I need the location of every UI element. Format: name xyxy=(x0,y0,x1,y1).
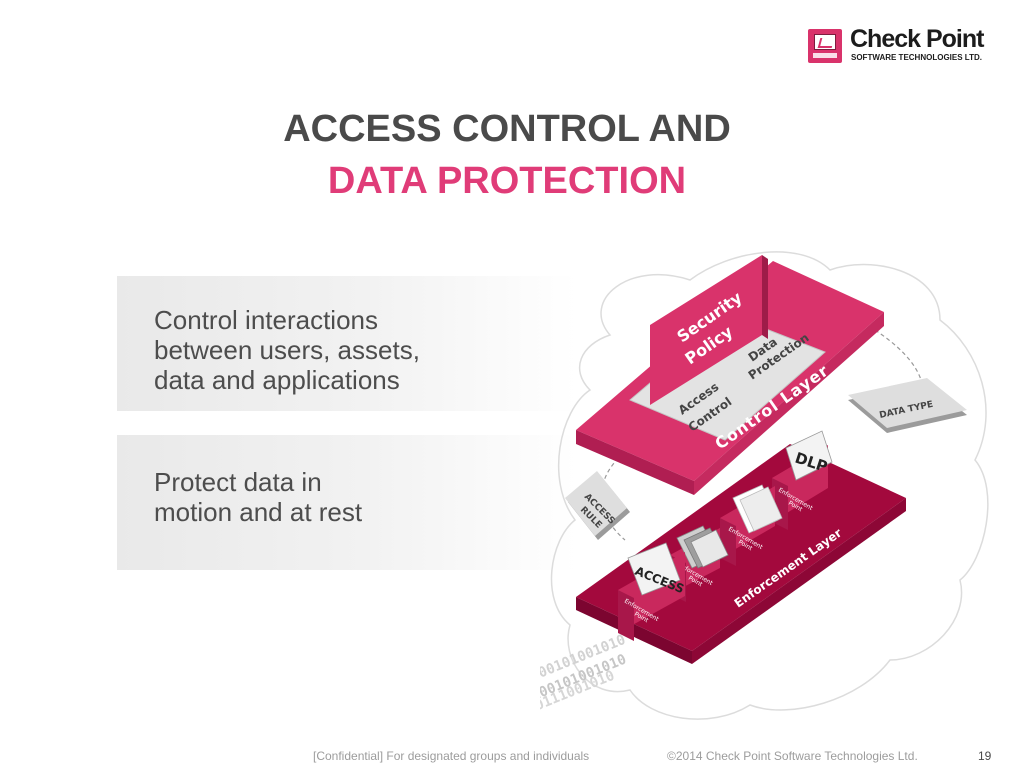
page-number: 19 xyxy=(978,749,992,763)
architecture-diagram: Security Policy Access Control Data Prot… xyxy=(540,251,989,727)
data-type-tag-top xyxy=(848,378,967,428)
panel-1-line-3: data and applications xyxy=(154,365,400,395)
gray-card-3 xyxy=(690,529,729,568)
control-layer-front xyxy=(576,430,694,495)
panel-1-line-2: between users, assets, xyxy=(154,335,420,365)
logo-name: Check Point xyxy=(850,25,984,53)
panel-2-line-2: motion and at rest xyxy=(154,497,363,527)
access-card xyxy=(627,542,681,596)
panel-protect-data: Protect data in motion and at rest xyxy=(117,435,577,570)
control-layer-side xyxy=(694,312,884,495)
slide-title-line1: ACCESS CONTROL AND xyxy=(283,108,731,150)
panel-control-interactions: Control interactions between users, asse… xyxy=(117,276,577,411)
footer-copyright: ©2014 Check Point Software Technologies … xyxy=(667,749,918,763)
white-card-2 xyxy=(739,486,783,532)
access-rule-tag-top xyxy=(565,471,627,536)
panel-2-line-1: Protect data in xyxy=(154,467,322,497)
enforcement-box-middle-front xyxy=(720,518,736,566)
security-policy-panel-edge xyxy=(762,255,768,339)
slide-title-line2: DATA PROTECTION xyxy=(327,160,687,202)
panel-1-line-1: Control interactions xyxy=(154,305,378,335)
dlp-card xyxy=(785,430,833,481)
cloud-outline xyxy=(550,251,989,720)
logo-icon xyxy=(808,29,842,63)
access-box-front xyxy=(618,590,634,641)
check-point-logo: Check Point SOFTWARE TECHNOLOGIES LTD. xyxy=(808,25,1004,65)
enforcement-layer-side xyxy=(692,498,906,664)
security-policy-panel xyxy=(650,255,762,405)
logo-subtitle: SOFTWARE TECHNOLOGIES LTD. xyxy=(851,53,982,62)
connector-arc-right xyxy=(874,329,925,426)
footer-confidential: [Confidential] For designated groups and… xyxy=(313,749,590,763)
